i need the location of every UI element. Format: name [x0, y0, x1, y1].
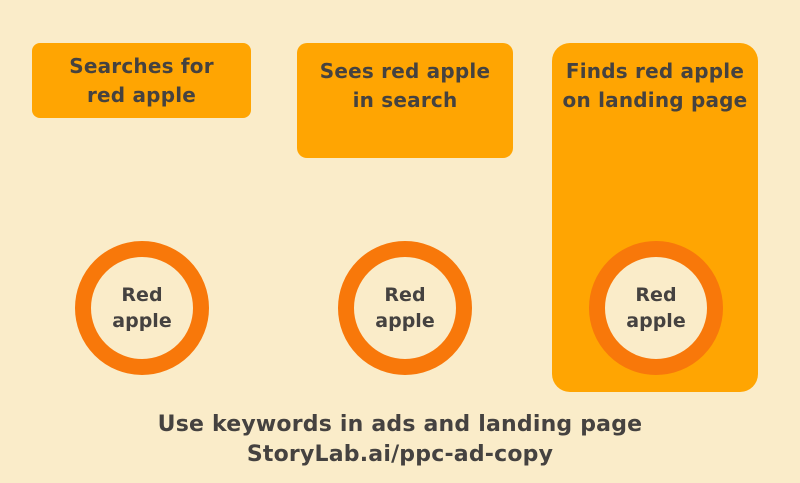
step-box-sees-in-search: Sees red apple in search — [297, 43, 513, 158]
step-box-landing-page-label: Finds red apple on landing page — [562, 59, 748, 112]
red-apple-circle-1: Red apple — [75, 241, 209, 375]
red-apple-circle-2-label: Red apple — [375, 284, 435, 332]
step-box-sees-in-search-label: Sees red apple in search — [319, 59, 491, 112]
red-apple-circle-3: Red apple — [589, 241, 723, 375]
step-box-searches-label: Searches for red apple — [69, 53, 214, 107]
red-apple-circle-3-label: Red apple — [626, 284, 686, 332]
step-box-searches: Searches for red apple — [32, 43, 251, 118]
footer-caption-line1: Use keywords in ads and landing page — [157, 412, 643, 437]
footer-caption-line2: StoryLab.ai/ppc-ad-copy — [246, 442, 554, 467]
red-apple-circle-1-label: Red apple — [112, 284, 172, 332]
footer-caption: Use keywords in ads and landing page Sto… — [0, 410, 800, 470]
red-apple-circle-2: Red apple — [338, 241, 472, 375]
